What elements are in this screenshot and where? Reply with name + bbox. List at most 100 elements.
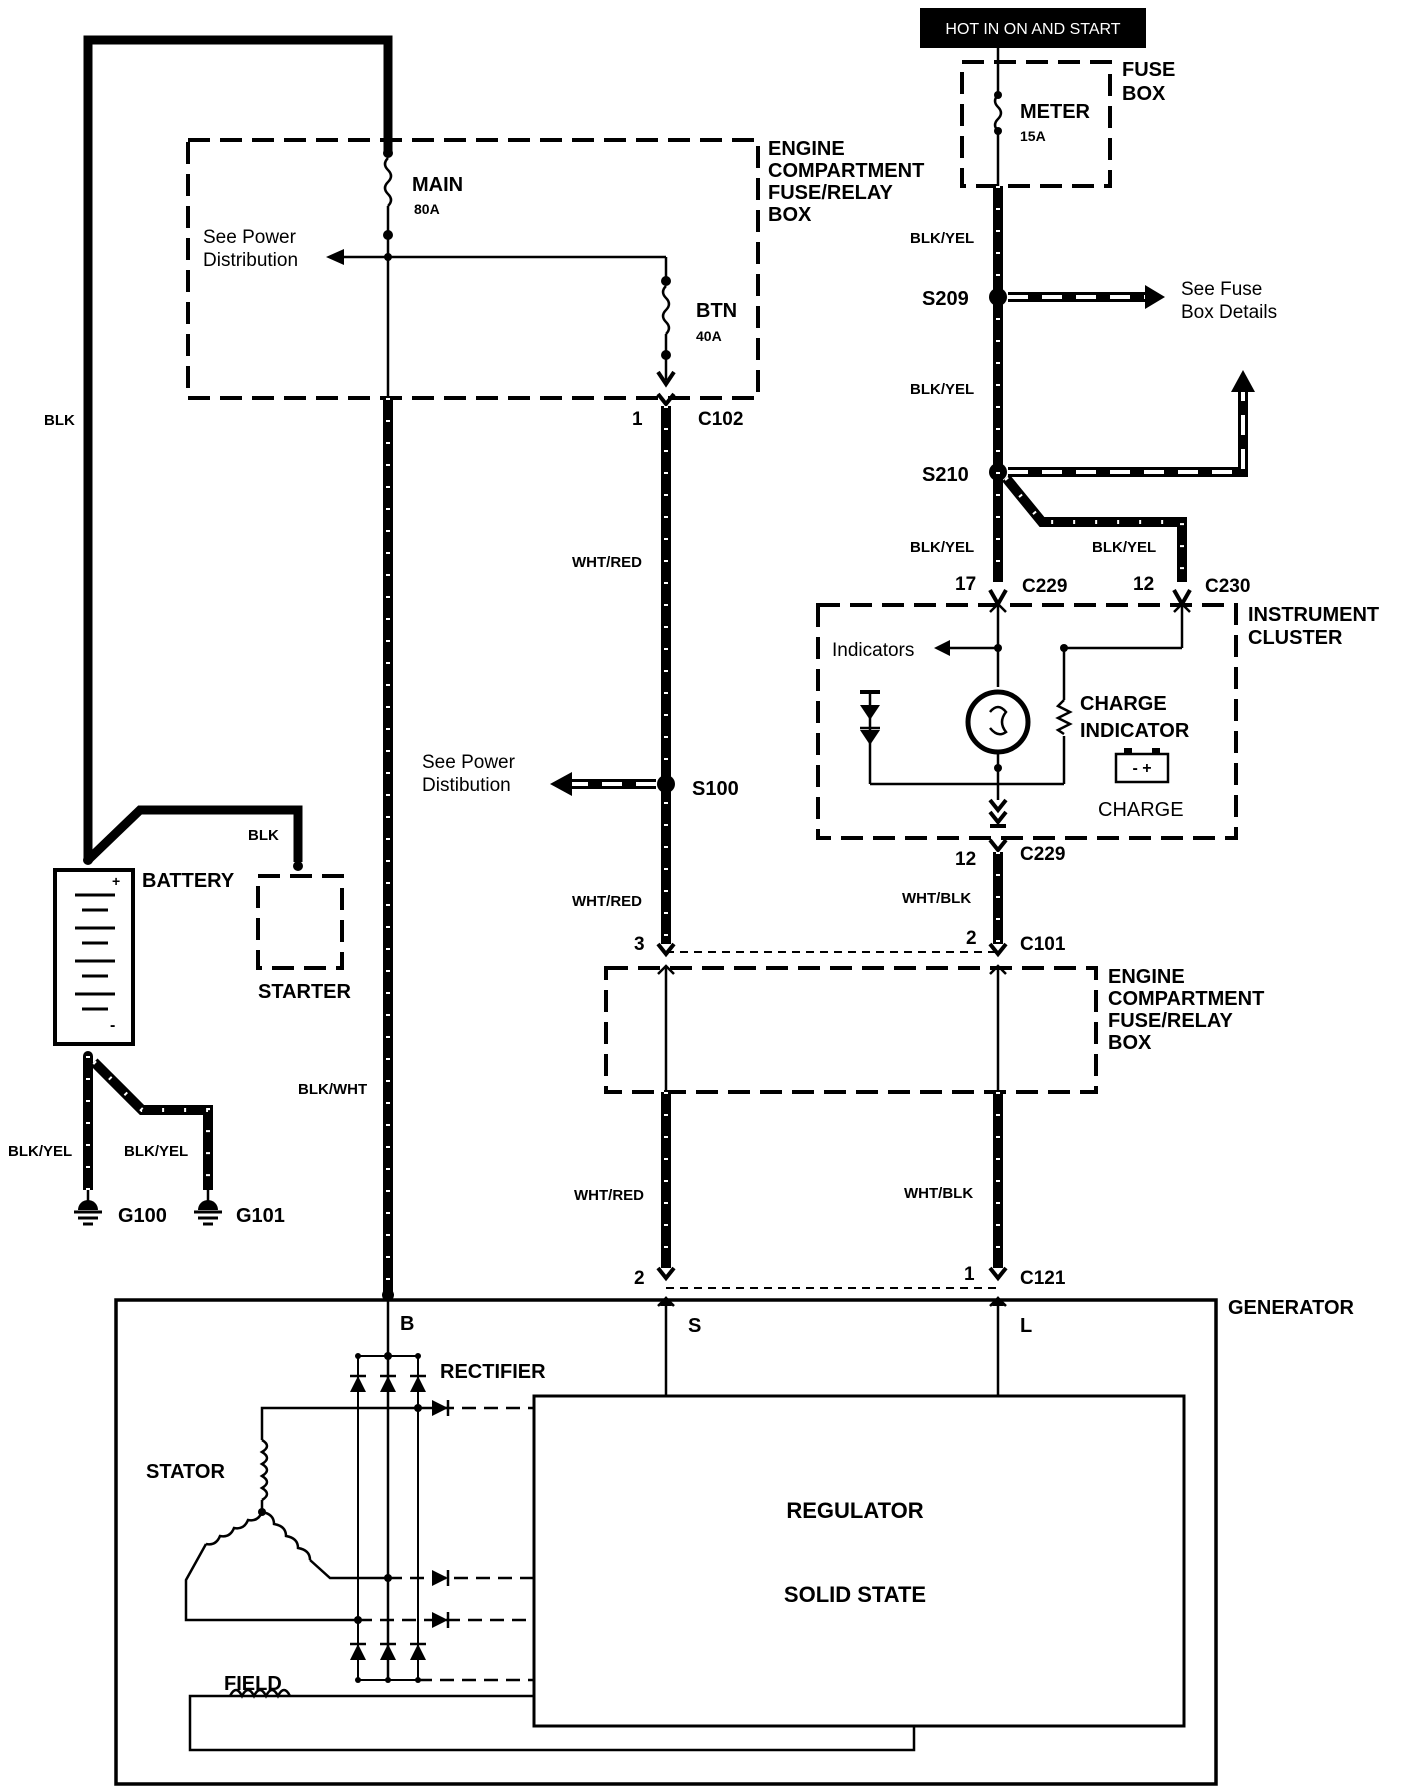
wire-label-wht-red-3: WHT/RED (574, 1187, 644, 1204)
s210-branch-c230 (1002, 474, 1187, 582)
svg-text:FUSE/RELAY: FUSE/RELAY (768, 182, 894, 204)
s210-branch-up (1008, 370, 1255, 477)
svg-text:HOT IN ON AND START: HOT IN ON AND START (945, 21, 1120, 38)
c102-pin: 1 (632, 409, 643, 430)
svg-text:BOX: BOX (1108, 1032, 1152, 1054)
solid-state-label: SOLID STATE (784, 1582, 926, 1607)
wire-label-wht-blk-2: WHT/BLK (904, 1185, 973, 1202)
rectifier-diodes-top (350, 1374, 426, 1392)
wire-label-blk-yel-g101: BLK/YEL (124, 1143, 188, 1160)
battery-ground-harness (83, 1056, 213, 1190)
c230-label: C230 (1205, 576, 1250, 597)
see-power-distibution-line1: See Power (422, 752, 516, 773)
meter-fuse-symbol (993, 94, 1003, 132)
svg-text:FUSE/RELAY: FUSE/RELAY (1108, 1010, 1234, 1032)
battery: + - (53, 855, 135, 1061)
svg-text:ENGINE: ENGINE (768, 138, 845, 160)
fuse-box-title-line2: BOX (1122, 83, 1166, 105)
main-fuse-rating: 80A (414, 201, 440, 217)
ground-g101-icon (194, 1190, 222, 1226)
generator: B S L REGULATOR SOLID STATE RECTIFIER (114, 1289, 1218, 1786)
charge-indicator-bulb-icon (965, 689, 1031, 755)
see-power-distibution-line2: Distibution (422, 775, 511, 796)
hot-in-on-start-header: HOT IN ON AND START (920, 8, 1146, 48)
meter-fuse-rating: 15A (1020, 128, 1046, 144)
wire-label-blk-wht: BLK/WHT (298, 1081, 367, 1098)
rectifier-label: RECTIFIER (440, 1361, 546, 1383)
c230-pin: 12 (1133, 574, 1154, 595)
charge-icon-label: CHARGE (1098, 799, 1184, 821)
battery-minus: - (110, 1017, 115, 1034)
splice-s210-label: S210 (922, 464, 969, 486)
ground-g100-label: G100 (118, 1205, 167, 1227)
main-fuse-label: MAIN (412, 174, 463, 196)
charge-indicator-label-line1: CHARGE (1080, 693, 1167, 715)
btn-fuse-label: BTN (696, 300, 737, 322)
c229-top-label: C229 (1022, 576, 1067, 597)
btn-fuse-symbol (661, 285, 671, 335)
svg-text:COMPARTMENT: COMPARTMENT (1108, 988, 1264, 1010)
svg-text:COMPARTMENT: COMPARTMENT (768, 160, 924, 182)
splice-s209-label: S209 (922, 288, 969, 310)
wire-label-blk-yel-3: BLK/YEL (910, 539, 974, 556)
c101-pin-right: 2 (966, 928, 977, 949)
engine-compartment-fuse-relay-box-bottom: ENGINE COMPARTMENT FUSE/RELAY BOX (604, 966, 1264, 1094)
starter-label: STARTER (258, 981, 352, 1003)
generator-title: GENERATOR (1228, 1297, 1354, 1319)
svg-text:ENGINE: ENGINE (1108, 966, 1185, 988)
c121-pin-left: 2 (634, 1268, 645, 1289)
svg-text:BOX: BOX (768, 204, 812, 226)
field-coil-icon (188, 1688, 916, 1752)
see-fuse-details-line2: Box Details (1181, 302, 1277, 323)
meter-fuse-label: METER (1020, 101, 1091, 123)
c229-bottom-pin: 12 (955, 849, 976, 870)
wire-label-wht-blk-1: WHT/BLK (902, 890, 971, 907)
starter-box (256, 874, 344, 970)
charge-indicator-label-line2: INDICATOR (1080, 720, 1190, 742)
instrument-cluster-title-line1: INSTRUMENT (1248, 604, 1379, 626)
wire-label-blk-yel-2: BLK/YEL (910, 381, 974, 398)
wire-label-wht-red-1: WHT/RED (572, 554, 642, 571)
ground-g100-icon (74, 1190, 102, 1226)
see-power-distribution-line1: See Power (203, 227, 297, 248)
terminal-b-label: B (400, 1313, 414, 1335)
instrument-cluster-title-line2: CLUSTER (1248, 627, 1343, 649)
battery-label: BATTERY (142, 870, 235, 892)
wire-label-wht-red-2: WHT/RED (572, 893, 642, 910)
blk-main-wire (83, 35, 393, 860)
blk-starter-wire (84, 805, 303, 864)
s100-branch-arrow (550, 772, 656, 796)
btn-fuse-rating: 40A (696, 328, 722, 344)
splice-s209-dot (989, 288, 1007, 306)
splice-s100-dot (657, 775, 675, 793)
wire-label-blk-yel-1: BLK/YEL (910, 230, 974, 247)
fuse-box: FUSE BOX METER 15A (960, 48, 1175, 188)
wire-label-blk-starter: BLK (248, 827, 279, 844)
see-fuse-box-arrow (1008, 285, 1165, 309)
ground-g101-label: G101 (236, 1205, 285, 1227)
battery-plus: + (112, 873, 120, 889)
wire-label-blk-main: BLK (44, 412, 75, 429)
c121-label: C121 (1020, 1268, 1066, 1289)
c121-pin-right: 1 (964, 1264, 975, 1285)
terminal-l-label: L (1020, 1315, 1032, 1337)
terminal-s-label: S (688, 1315, 701, 1337)
wire-label-blk-yel-g100: BLK/YEL (8, 1143, 72, 1160)
engine-compartment-fuse-relay-box-top: ENGINE COMPARTMENT FUSE/RELAY BOX MAIN 8… (186, 138, 924, 400)
c101-label: C101 (1020, 934, 1066, 955)
c229-bottom-label: C229 (1020, 844, 1065, 865)
see-power-distribution-arrow (326, 249, 344, 265)
main-fuse-symbol (383, 157, 393, 207)
see-power-distribution-line2: Distribution (203, 250, 298, 271)
c229-top-pin: 17 (955, 574, 976, 595)
wire-label-blk-yel-4: BLK/YEL (1092, 539, 1156, 556)
splice-s100-label: S100 (692, 778, 739, 800)
stator-label: STATOR (146, 1461, 225, 1483)
indicators-label: Indicators (832, 640, 914, 661)
fuse-box-title-line1: FUSE (1122, 59, 1175, 81)
diode-icon-left (860, 705, 880, 720)
c102-label: C102 (698, 409, 743, 430)
regulator-label: REGULATOR (786, 1498, 923, 1523)
rectifier-diodes-bottom (350, 1642, 426, 1660)
